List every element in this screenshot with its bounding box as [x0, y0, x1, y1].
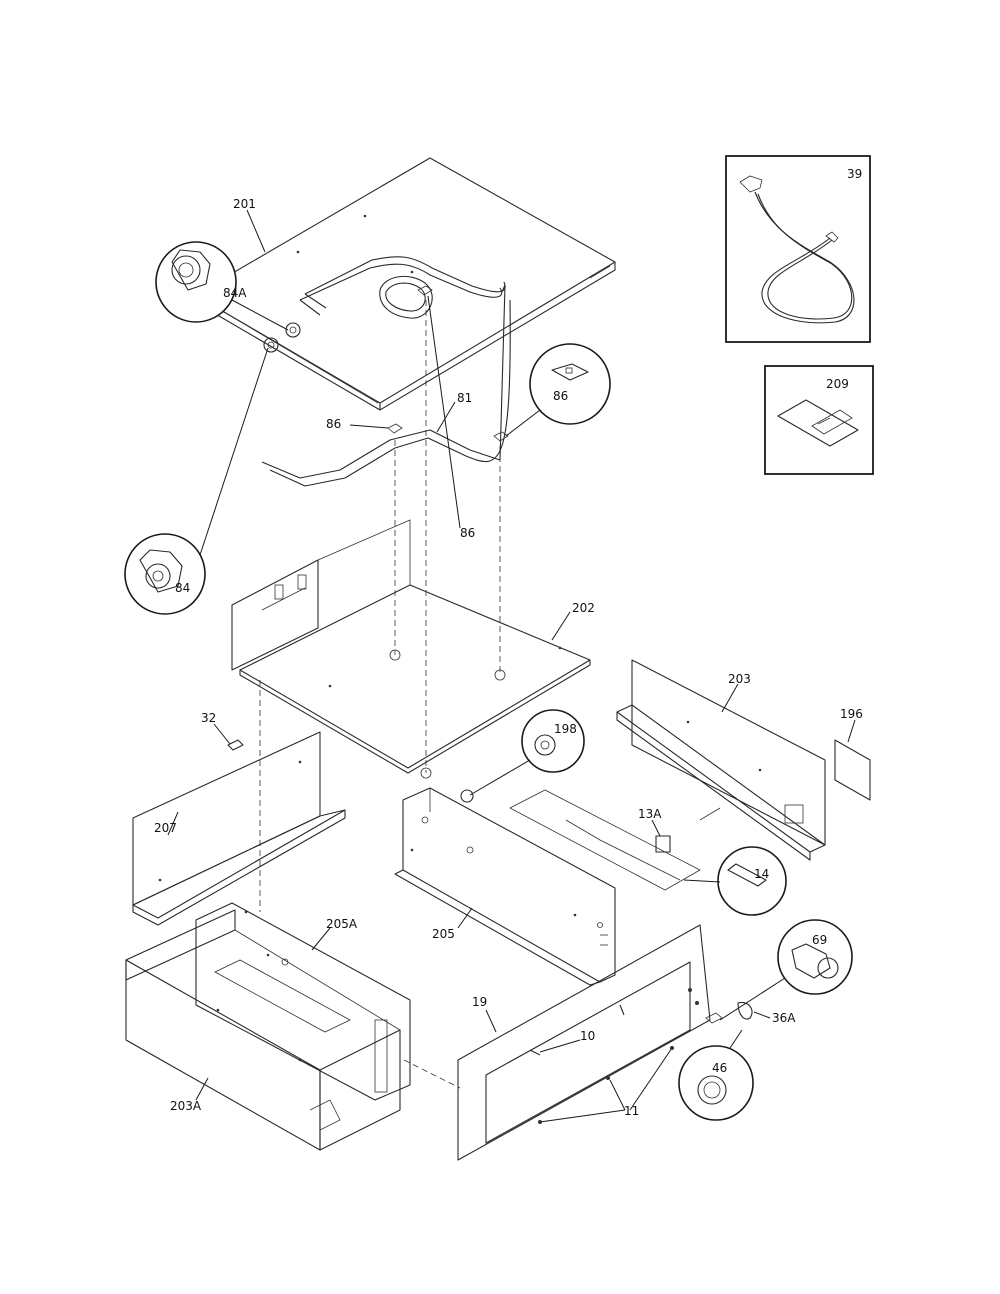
label-203: 203	[728, 672, 751, 686]
label-36A: 36A	[772, 1011, 796, 1025]
thermostat-84a-part	[285, 322, 301, 338]
screw-32	[227, 739, 244, 751]
label-205A: 205A	[326, 917, 358, 931]
callout-thermostat-84	[124, 347, 269, 615]
label-198: 198	[554, 722, 577, 736]
label-203A: 203A	[170, 1099, 202, 1113]
clip-86-center	[417, 285, 433, 296]
label-11: 11	[624, 1104, 639, 1118]
label-81: 81	[457, 391, 472, 405]
heating-element	[261, 256, 511, 487]
label-10: 10	[580, 1029, 595, 1043]
label-32: 32	[201, 711, 216, 725]
label-46: 46	[712, 1061, 727, 1075]
clip-36a	[737, 1001, 753, 1020]
cover-196	[834, 739, 871, 801]
label-86-a: 86	[326, 417, 341, 431]
inset-power-cord	[725, 155, 871, 343]
knob-shaft-part	[705, 1012, 723, 1024]
label-13A: 13A	[638, 807, 662, 821]
label-86-c: 86	[460, 526, 475, 540]
label-196: 196	[840, 707, 863, 721]
label-209: 209	[826, 377, 849, 391]
screw-10	[529, 1004, 625, 1056]
label-14: 14	[754, 867, 769, 881]
inset-manual	[764, 365, 874, 475]
grommet-part	[460, 789, 474, 803]
label-69: 69	[812, 933, 827, 947]
bracket-205a	[195, 902, 411, 1101]
screws-11	[538, 1046, 674, 1124]
front-panel	[457, 924, 711, 1161]
clip-86-right	[493, 431, 509, 442]
drawer-body	[231, 300, 591, 779]
callout-knob-shaft-69	[719, 919, 853, 1021]
callout-clip-86	[505, 343, 611, 437]
callout-thermostat-84a	[155, 241, 289, 331]
label-84: 84	[175, 581, 190, 595]
label-19: 19	[472, 995, 487, 1009]
label-202: 202	[572, 601, 595, 615]
label-205: 205	[432, 927, 455, 941]
callout-light-14	[683, 846, 787, 916]
outer-wrapper	[125, 909, 401, 1151]
callout-knob-46	[678, 1029, 754, 1121]
switch-13a	[565, 819, 681, 881]
clip-86-left	[387, 423, 403, 434]
label-201: 201	[233, 197, 256, 211]
label-207: 207	[154, 821, 177, 835]
label-86-b: 86	[553, 389, 568, 403]
label-84A: 84A	[223, 286, 247, 300]
thermostat-84-part	[263, 337, 279, 353]
side-panel	[132, 731, 346, 926]
back-panel	[616, 659, 826, 861]
callout-grommet-198	[469, 709, 585, 796]
label-39: 39	[847, 167, 862, 181]
